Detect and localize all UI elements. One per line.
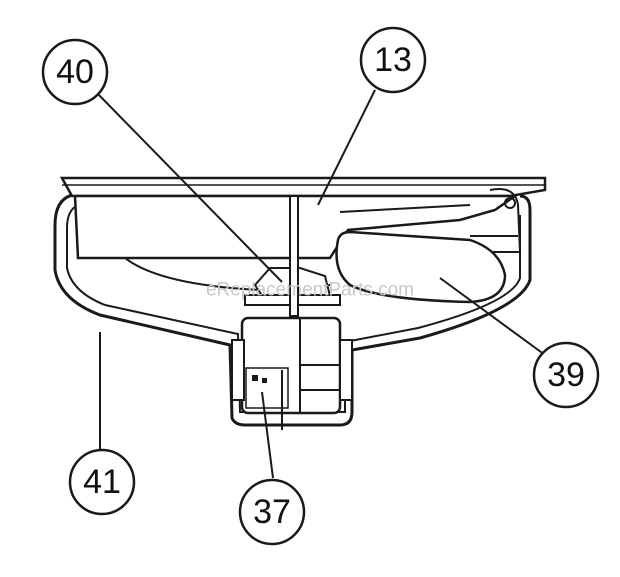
pan-rim bbox=[59, 176, 547, 198]
watermark-text: eReplacementParts.com bbox=[206, 280, 414, 301]
motor-shaft bbox=[289, 195, 299, 317]
pan-edge-right bbox=[480, 188, 522, 253]
callout-13: 13 bbox=[359, 26, 427, 94]
callout-37-label: 37 bbox=[253, 493, 291, 531]
leader-40 bbox=[95, 91, 283, 283]
callout-40-label: 40 bbox=[56, 53, 94, 91]
pan-line-a bbox=[339, 204, 471, 213]
motor-terminal-b bbox=[262, 378, 267, 383]
callout-39-label: 39 bbox=[547, 356, 585, 394]
leader-13 bbox=[317, 89, 376, 206]
callout-40: 40 bbox=[41, 38, 109, 106]
motor-mount-left bbox=[231, 339, 245, 401]
motor-mount-right bbox=[339, 339, 353, 401]
frame-bracket-inner bbox=[66, 204, 521, 413]
frame-bracket bbox=[53, 193, 532, 427]
leader-37 bbox=[261, 391, 274, 479]
motor-terminal-a bbox=[252, 375, 258, 381]
callout-37: 37 bbox=[238, 478, 306, 546]
callout-39: 39 bbox=[532, 341, 600, 409]
callout-41: 41 bbox=[68, 448, 136, 516]
fan-blade bbox=[335, 230, 507, 304]
fan-blade-lower-arc bbox=[124, 257, 331, 292]
pan-screw bbox=[504, 197, 516, 209]
callout-41-label: 41 bbox=[83, 463, 121, 501]
callout-13-label: 13 bbox=[374, 41, 412, 79]
leader-39 bbox=[439, 277, 546, 356]
